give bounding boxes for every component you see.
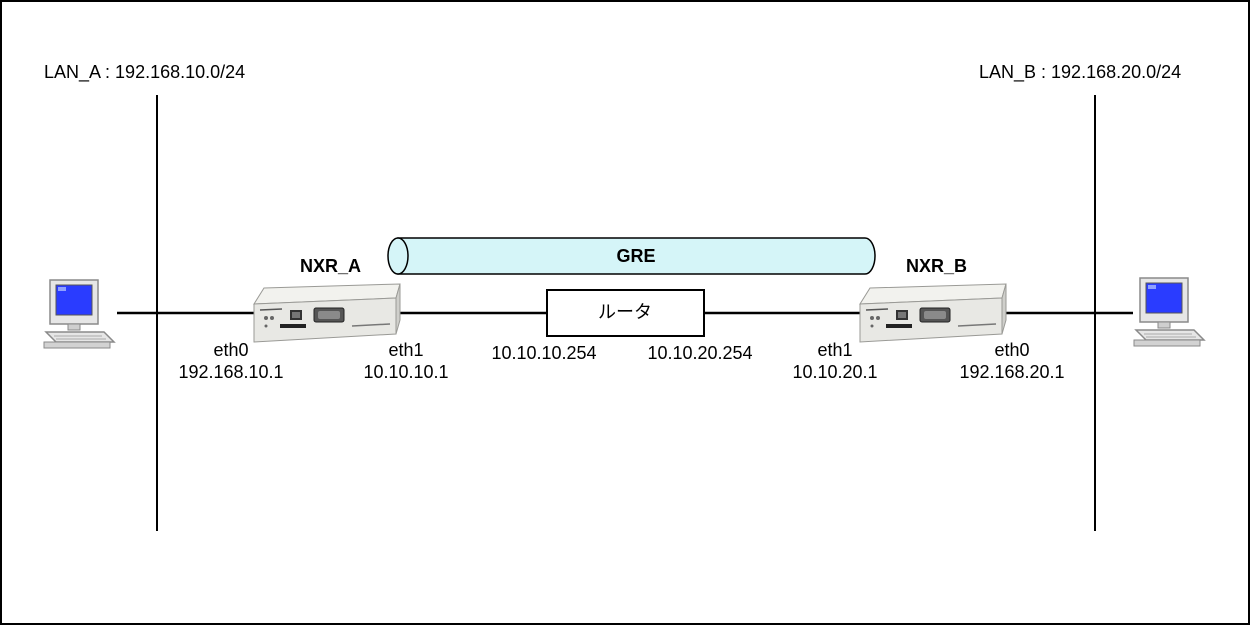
nxr-a-eth1-name: eth1	[388, 340, 424, 360]
gre-label: GRE	[616, 246, 656, 266]
router-right-ip: 10.10.20.254	[647, 343, 753, 363]
nxr-a-eth1-ip: 10.10.10.1	[363, 362, 449, 382]
nxr-b-eth1-name: eth1	[817, 340, 853, 360]
nxr-a-name: NXR_A	[300, 256, 362, 276]
nxr-b-eth1-ip: 10.10.20.1	[792, 362, 878, 382]
router-label: ルータ	[598, 302, 652, 322]
lan-b-label: LAN_B : 192.168.20.0/24	[979, 62, 1182, 82]
nxr-b-eth0-ip: 192.168.20.1	[959, 362, 1065, 382]
nxr-b-name: NXR_B	[906, 256, 968, 276]
lan-a-label: LAN_A : 192.168.10.0/24	[44, 62, 246, 82]
nxr-a-device-icon	[253, 283, 401, 343]
pc-b-icon	[1133, 277, 1205, 347]
nxr-b-device-icon	[859, 283, 1007, 343]
nxr-b-eth0-name: eth0	[994, 340, 1030, 360]
router-box	[546, 289, 705, 337]
nxr-a-eth0-name: eth0	[213, 340, 249, 360]
router-left-ip: 10.10.10.254	[491, 343, 597, 363]
gre-tunnel	[387, 237, 876, 275]
nxr-a-eth0-ip: 192.168.10.1	[178, 362, 284, 382]
pc-a-icon	[43, 279, 115, 349]
